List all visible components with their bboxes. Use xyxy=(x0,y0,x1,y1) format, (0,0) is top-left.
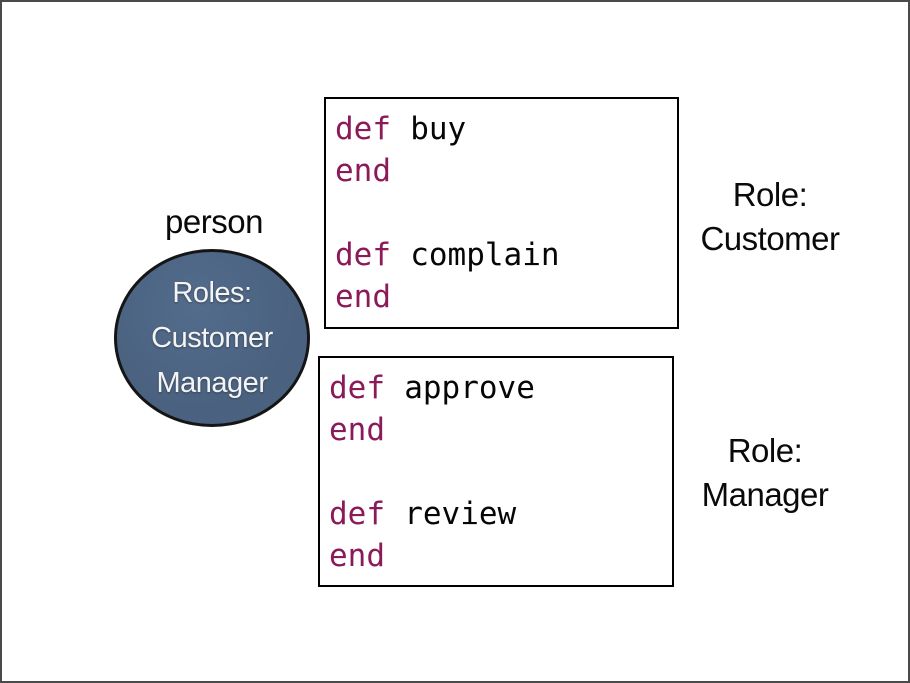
code-line: end xyxy=(329,409,672,451)
keyword-end: end xyxy=(329,538,385,574)
circle-role-manager: Manager xyxy=(156,366,268,399)
person-label: person xyxy=(165,203,263,240)
circle-roles-heading: Roles: xyxy=(172,276,252,309)
keyword-def: def xyxy=(329,496,385,532)
role-label-value: Manager xyxy=(701,476,829,513)
code-line-blank xyxy=(329,451,672,493)
circle-role-customer: Customer xyxy=(151,321,273,354)
method-name-complain: complain xyxy=(410,237,560,273)
person-roles-circle: Roles: Customer Manager xyxy=(114,249,310,427)
code-line-blank xyxy=(335,192,677,234)
code-box-manager-methods: def approve end def review end xyxy=(318,356,674,587)
code-line: def approve xyxy=(329,367,672,409)
role-label-heading: Role: xyxy=(732,176,808,213)
code-line: end xyxy=(335,276,677,318)
keyword-end: end xyxy=(335,279,391,315)
keyword-end: end xyxy=(335,153,391,189)
code-line: end xyxy=(335,150,677,192)
method-name-approve: approve xyxy=(404,370,535,406)
method-name-buy: buy xyxy=(410,111,467,147)
role-label-heading: Role: xyxy=(727,432,803,469)
code-line: def review xyxy=(329,493,672,535)
method-name-review: review xyxy=(404,496,517,532)
code-line: end xyxy=(329,535,672,577)
keyword-def: def xyxy=(335,111,391,147)
role-label-manager: Role: Manager xyxy=(665,429,865,517)
role-label-value: Customer xyxy=(700,220,840,257)
keyword-end: end xyxy=(329,412,385,448)
code-line: def complain xyxy=(335,234,677,276)
role-label-customer: Role: Customer xyxy=(670,173,870,261)
keyword-def: def xyxy=(335,237,391,273)
keyword-def: def xyxy=(329,370,385,406)
